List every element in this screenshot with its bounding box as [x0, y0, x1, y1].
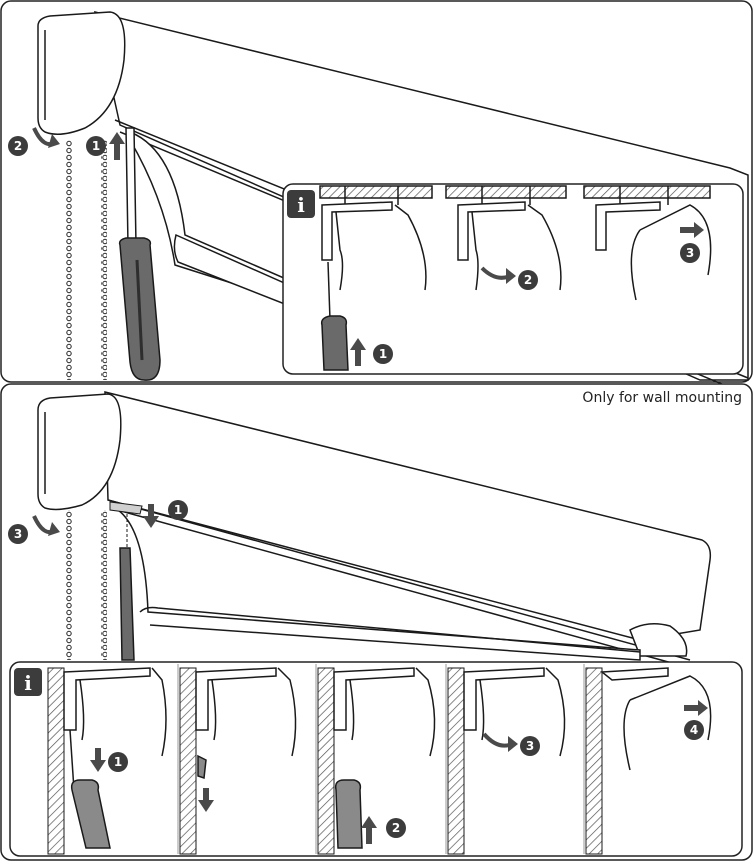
bottom-step-1-marker: 1	[143, 500, 188, 528]
svg-text:2: 2	[392, 821, 400, 835]
bottom-detail-1	[63, 667, 167, 849]
bottom-clip	[109, 501, 143, 550]
top-info-box: i 1	[282, 183, 744, 375]
bottom-detail-1-marker: 1	[90, 748, 128, 772]
wall-2	[179, 667, 197, 855]
bottom-info-box: i 1	[9, 661, 743, 857]
svg-text:i: i	[24, 671, 32, 695]
svg-text:4: 4	[690, 723, 698, 737]
top-detail-1	[319, 185, 433, 371]
bottom-detail-5	[600, 667, 712, 771]
bottom-detail-5-marker: 4	[684, 700, 708, 740]
svg-text:1: 1	[174, 503, 182, 517]
top-detail-3-marker: 3	[680, 222, 704, 263]
svg-text:1: 1	[114, 755, 122, 769]
bottom-blind-housing	[37, 391, 712, 669]
bottom-screwdriver	[119, 547, 135, 661]
bottom-detail-3	[333, 667, 436, 849]
top-screwdriver	[118, 127, 161, 381]
top-step-2-marker: 2	[8, 127, 60, 156]
top-detail-2	[445, 185, 567, 291]
bottom-detail-4-marker: 3	[482, 732, 540, 756]
svg-text:3: 3	[526, 739, 534, 753]
svg-text:3: 3	[686, 246, 694, 260]
svg-text:2: 2	[524, 273, 532, 287]
svg-text:3: 3	[14, 527, 22, 541]
top-detail-3	[583, 185, 712, 301]
bottom-detail-2	[195, 667, 297, 780]
top-step-1-marker: 1	[86, 132, 125, 160]
wall-5	[585, 667, 603, 855]
svg-text:1: 1	[379, 347, 387, 361]
wall-3	[317, 667, 335, 855]
wall-mounting-caption: Only for wall mounting	[582, 390, 742, 406]
wall-4	[447, 667, 465, 855]
top-chain	[66, 140, 107, 380]
svg-text:i: i	[297, 193, 305, 217]
bottom-fabric-roll	[117, 509, 641, 661]
bottom-detail-2-marker	[198, 788, 214, 812]
info-badge-top	[287, 190, 315, 218]
svg-text:2: 2	[14, 139, 22, 153]
bottom-detail-4	[463, 667, 566, 757]
svg-text:1: 1	[92, 139, 100, 153]
info-badge-bottom	[14, 668, 42, 696]
bottom-detail-3-marker: 2	[361, 816, 406, 844]
bottom-chain	[66, 510, 107, 660]
wall-1	[47, 667, 65, 855]
top-detail-2-marker: 2	[480, 266, 538, 290]
bottom-step-3-marker: 3	[8, 515, 60, 544]
top-detail-1-marker: 1	[350, 338, 393, 366]
